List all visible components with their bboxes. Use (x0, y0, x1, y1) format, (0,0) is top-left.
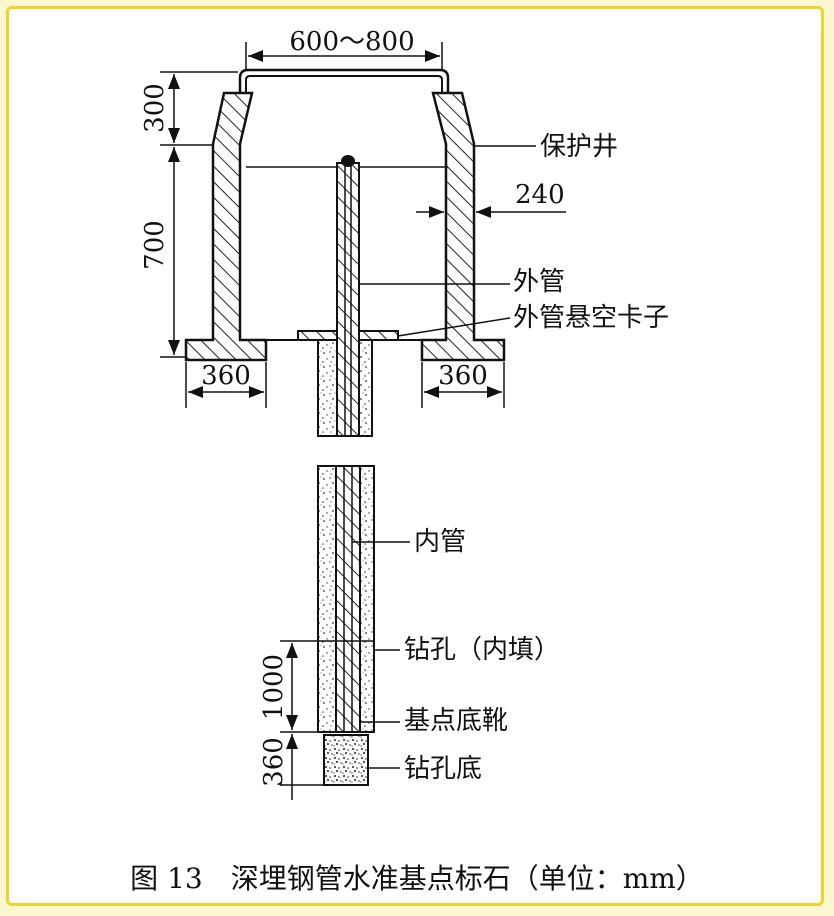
label-base-shoe: 基点底靴 (404, 706, 508, 736)
borehole-bottom-block (323, 734, 369, 786)
dim-fill-length: 1000 (259, 654, 289, 720)
well-right-wall (420, 91, 506, 362)
upper-pipe-assembly (297, 155, 399, 437)
dim-base-right: 360 (438, 361, 488, 391)
leader-lines (352, 145, 536, 769)
figure-frame (6, 6, 824, 906)
dimension-lines (160, 42, 566, 800)
dim-well-height: 700 (140, 220, 170, 270)
label-outer-pipe-clamp: 外管悬空卡子 (513, 303, 669, 333)
well-left-wall (184, 91, 268, 362)
lower-pipe-assembly (317, 465, 375, 786)
dim-wall-thickness: 240 (515, 180, 565, 210)
figure-caption: 图 13 深埋钢管水准基点标石（单位：mm） (130, 862, 704, 895)
label-borehole-fill: 钻孔（内填） (404, 635, 560, 665)
dim-bottom-length: 360 (259, 737, 289, 787)
well-cover-handle (238, 68, 450, 93)
label-outer-pipe: 外管 (513, 267, 565, 297)
dim-base-left: 360 (201, 361, 251, 391)
dim-cover-height: 300 (140, 83, 170, 133)
dim-top-width: 600～800 (289, 27, 414, 57)
protective-well (184, 68, 506, 362)
label-protective-well: 保护井 (540, 132, 618, 162)
label-borehole-bottom: 钻孔底 (404, 754, 482, 784)
outer-pipe-upper (336, 162, 360, 437)
inner-pipe-top-cap (341, 155, 355, 167)
outer-pipe-lower (335, 465, 361, 733)
label-inner-pipe: 内管 (414, 527, 466, 557)
